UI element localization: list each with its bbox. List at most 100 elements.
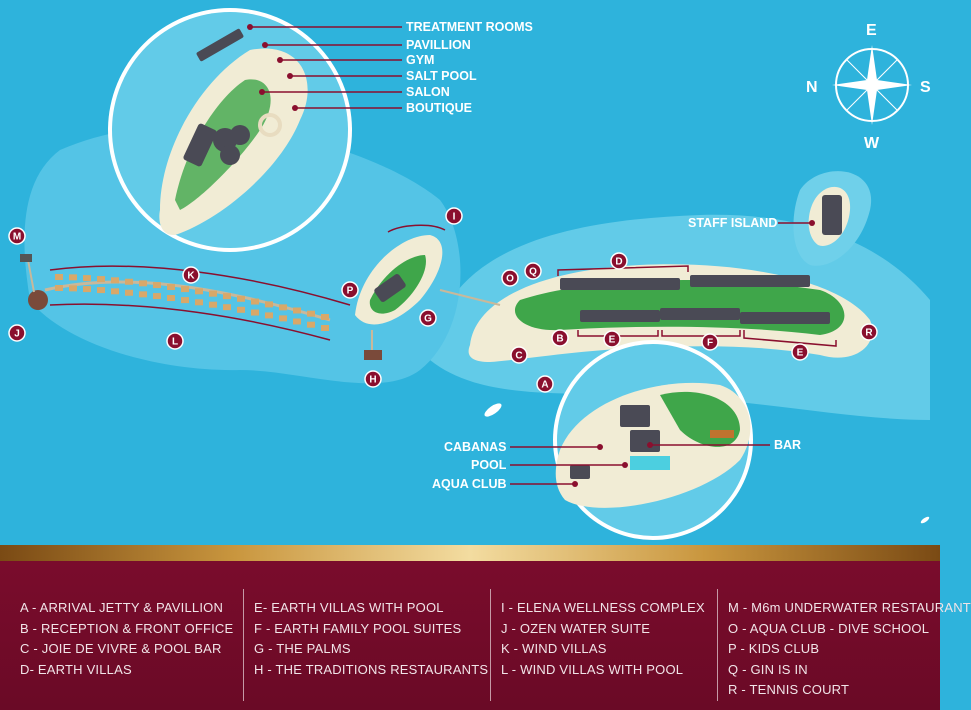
map-legend: A - ARRIVAL JETTY & PAVILLION B - RECEPT… [0,561,971,710]
legend-item: J - OZEN WATER SUITE [501,620,651,636]
legend-col-1: A - ARRIVAL JETTY & PAVILLION B - RECEPT… [20,598,233,680]
marker-letter: L [172,337,178,348]
gold-divider [0,545,940,561]
legend-item: L - WIND VILLAS WITH POOL [501,661,684,677]
map-marker-r: R [860,323,878,341]
water-villa [69,285,77,292]
label-salon: SALON [406,85,450,99]
water-villa [139,280,147,287]
villa-row-d [560,275,810,290]
legend-item: R - TENNIS COURT [728,682,850,698]
water-villa [209,290,217,297]
water-villa [209,301,217,308]
marker-letter: P [347,286,354,297]
marker-letter: E [797,348,804,359]
legend-item: G - THE PALMS [254,641,351,657]
water-villa [307,321,315,328]
water-villa [265,301,273,308]
inset-top-labels: TREATMENT ROOMS PAVILLION GYM SALT POOL … [406,20,533,115]
label-cabanas: CABANAS [444,440,507,454]
map-marker-o: O [501,269,519,287]
legend-col-4: M - M6m UNDERWATER RESTAURANT O - AQUA C… [728,598,971,701]
water-villa [181,286,189,293]
compass-s: S [920,79,931,96]
marker-letter: R [865,328,873,339]
map-marker-f: F [701,333,719,351]
water-villa [97,276,105,283]
marker-letter: M [13,232,21,243]
water-villa [195,288,203,295]
water-villa [251,298,259,305]
resort-map: E N S W TREATMENT ROOMS PAVILLION GYM SA… [8,8,931,540]
marker-letter: G [424,314,432,325]
water-villa [321,314,329,320]
legend-divider [243,589,244,701]
water-villa [279,304,287,311]
water-villa [111,277,119,284]
marker-letter: I [453,212,456,223]
legend-item: B - RECEPTION & FRONT OFFICE [20,620,234,636]
label-bar: BAR [774,438,801,452]
compass-w: W [864,135,880,152]
water-villa [55,285,63,291]
map-marker-i: I [445,207,463,225]
marker-letter: A [541,380,548,391]
legend-item: E- EARTH VILLAS WITH POOL [254,600,444,615]
marker-letter: Q [529,267,537,278]
water-villa [83,286,91,293]
marker-letter: K [187,271,195,282]
map-marker-e1: E [603,330,621,348]
water-villa [237,306,245,313]
water-villa [223,293,231,300]
compass-n: N [806,79,818,96]
water-villa [237,295,245,302]
label-gym: GYM [406,53,434,67]
legend-item: O - AQUA CLUB - DIVE SCHOOL [728,620,930,636]
marker-letter: D [615,257,622,268]
map-marker-m: M [8,227,26,245]
marker-letter: H [369,375,376,386]
marker-letter: F [707,338,713,349]
water-villa [69,274,77,281]
water-villa [83,275,91,282]
map-marker-p: P [341,281,359,299]
legend-col-3: I - ELENA WELLNESS COMPLEX J - OZEN WATE… [501,598,705,680]
compass: E N S W [806,22,931,152]
water-villa [251,309,259,316]
water-villa [293,307,301,314]
marker-letter: J [14,329,20,340]
water-villa [139,291,147,298]
map-marker-a: A [536,375,554,393]
water-villa [97,287,105,294]
label-salt-pool: SALT POOL [406,69,477,83]
map-marker-l: L [166,332,184,350]
label-aqua-club: AQUA CLUB [432,477,507,491]
water-villa [153,293,161,300]
water-villa [195,299,203,306]
water-villa [167,284,175,291]
map-marker-c: C [510,346,528,364]
water-villa [167,295,175,302]
map-marker-h: H [364,370,382,388]
label-staff-island: STAFF ISLAND [688,216,777,230]
label-pool: POOL [471,458,507,472]
water-villa [125,278,133,285]
water-villa [279,315,287,322]
legend-divider [490,589,491,701]
legend-item: I - ELENA WELLNESS COMPLEX [501,600,705,615]
legend-item: C - JOIE DE VIVRE & POOL BAR [20,641,222,657]
label-boutique: BOUTIQUE [406,101,472,115]
label-treatment-rooms: TREATMENT ROOMS [406,20,533,34]
legend-divider [717,589,718,701]
legend-item: M - M6m UNDERWATER RESTAURANT [728,600,971,615]
marker-letter: B [556,334,563,345]
water-villa [321,325,329,331]
legend-item: A - ARRIVAL JETTY & PAVILLION [20,600,224,615]
water-villa [153,282,161,289]
legend-item: P - KIDS CLUB [728,641,820,657]
label-pavillion: PAVILLION [406,38,471,52]
map-marker-k: K [182,266,200,284]
legend-item: H - THE TRADITIONS RESTAURANTS [254,661,489,677]
legend-item: F - EARTH FAMILY POOL SUITES [254,620,462,636]
water-villa [111,288,119,295]
